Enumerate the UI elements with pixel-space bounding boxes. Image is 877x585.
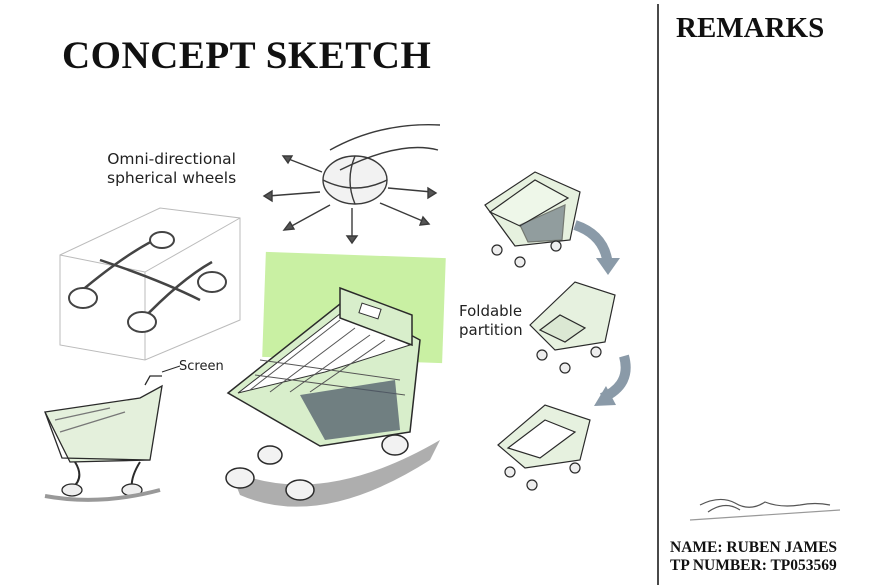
- foldable-partition-label: Foldable partition: [459, 302, 523, 340]
- main-cart-sketch: [225, 251, 446, 507]
- cart-with-screen-sketch: [44, 365, 181, 502]
- signature-mark: [689, 498, 841, 521]
- omni-wheels-label: Omni-directional spherical wheels: [107, 150, 236, 188]
- screen-label: Screen: [179, 359, 224, 374]
- spherical-wheel-sketch: [262, 124, 441, 245]
- page-title: CONCEPT SKETCH: [62, 34, 432, 77]
- remarks-heading: REMARKS: [676, 12, 825, 44]
- omni-wheels-label-line1: Omni-directional: [107, 150, 236, 168]
- student-name: NAME: RUBEN JAMES: [670, 539, 838, 556]
- wheel-frame-sketch: [59, 207, 241, 361]
- foldable-label-line2: partition: [459, 321, 523, 339]
- vertical-divider: [657, 4, 659, 585]
- omni-wheels-label-line2: spherical wheels: [107, 169, 237, 187]
- folding-sequence-sketch: [484, 171, 631, 491]
- tp-number: TP NUMBER: TP053569: [670, 557, 837, 574]
- foldable-label-line1: Foldable: [459, 302, 523, 320]
